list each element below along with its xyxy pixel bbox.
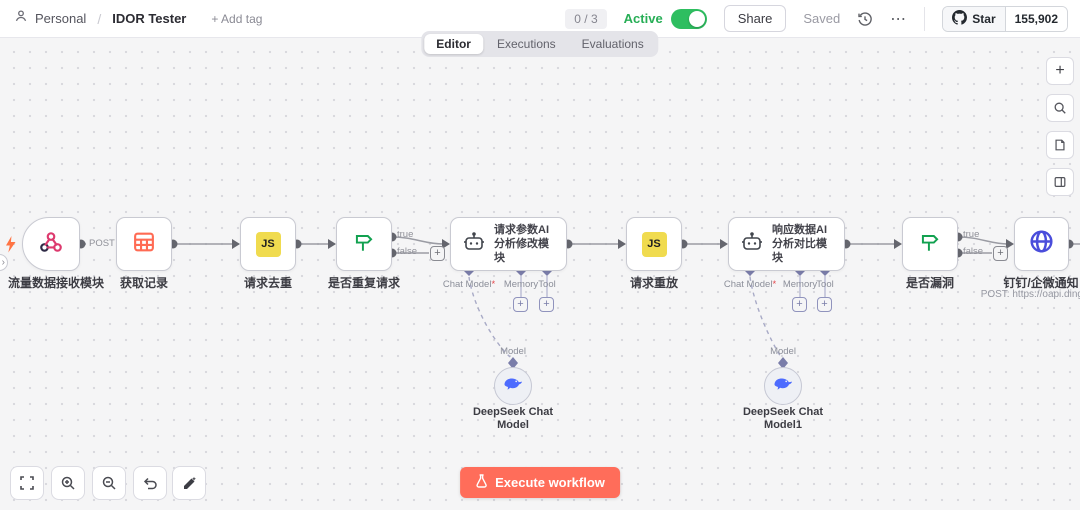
node-label-deepseek-1: DeepSeek Chat Model [472,406,554,431]
node-label-if-duplicate: 是否重复请求 [327,276,400,290]
node-notify-http[interactable] [1014,217,1069,271]
active-toggle-group: Active [623,8,707,29]
header-divider [924,6,926,31]
tab-editor[interactable]: Editor [424,34,483,54]
saved-status: Saved [803,11,841,26]
sticky-note-button[interactable] [1046,131,1074,159]
add-node-button[interactable]: + [993,246,1008,261]
edge-label-false: false [397,246,418,257]
more-menu-icon[interactable]: ⋯ [890,10,908,28]
edge-label-true: true [963,229,980,240]
tab-executions[interactable]: Executions [496,37,556,51]
add-tag-button[interactable]: + Add tag [211,11,263,26]
node-get-records[interactable] [116,217,172,271]
view-tabs: Editor Executions Evaluations [421,31,659,57]
node-if-duplicate[interactable] [336,217,392,271]
node-label-deepseek-2: DeepSeek Chat Model1 [742,406,824,431]
active-toggle[interactable] [670,8,707,29]
logs-panel-button[interactable] [1046,168,1074,196]
edge-label-false: false [963,246,984,257]
breadcrumb-separator: / [97,10,102,27]
node-label-if-vulnerable: 是否漏洞 [905,276,954,290]
execute-workflow-label: Execute workflow [495,475,605,490]
signpost-icon [918,230,942,259]
node-label-webhook: 流量数据接收模块 [7,276,104,290]
search-button[interactable] [1046,94,1074,122]
workflow-canvas[interactable] [0,38,1080,510]
breadcrumb-project[interactable]: Personal [35,11,87,26]
port-label-tool: Tool [538,279,556,290]
node-title-ai-response: 响应数据AI分析对比模块 [772,224,827,264]
edge-label-post: POST [86,238,118,249]
robot-icon [462,231,486,258]
node-deepseek-model-1[interactable] [494,367,532,405]
node-label-notify: 钉钉/企微通知 [1003,276,1079,290]
github-star-widget[interactable]: Star 155,902 [942,5,1068,32]
port-label-model: Model [770,346,796,357]
workflow-title[interactable]: IDOR Tester [112,11,187,26]
github-star-label: Star [972,11,996,26]
robot-icon [740,231,764,258]
executions-quota-badge: 0 / 3 [565,8,607,29]
webhook-icon [38,229,64,260]
node-label-replay: 请求重放 [629,276,678,290]
add-node-panel-button[interactable]: + [1046,57,1074,85]
github-star-count: 155,902 [1004,6,1067,31]
node-title-ai-request: 请求参数AI分析修改模块 [494,224,549,264]
deepseek-whale-icon [772,375,794,398]
github-star-button[interactable]: Star [943,6,1005,31]
add-node-button[interactable]: + [430,246,445,261]
node-ai-request-agent[interactable]: 请求参数AI分析修改模块 [450,217,567,271]
javascript-icon: JS [255,231,281,257]
share-button[interactable]: Share [723,5,787,32]
history-icon[interactable] [857,11,873,27]
github-icon [952,9,968,28]
node-if-vulnerable[interactable] [902,217,958,271]
zoom-out-button[interactable] [92,466,126,500]
port-label-model: Model [500,346,526,357]
node-subtitle-notify: POST: https://oapi.dingtalk. [980,289,1080,300]
javascript-icon: JS [641,231,667,257]
add-memory-button[interactable]: + [792,297,807,312]
person-icon [14,9,28,28]
node-webhook-trigger[interactable] [22,217,80,271]
zoom-in-button[interactable] [51,466,85,500]
fit-view-button[interactable] [10,466,44,500]
deepseek-whale-icon [502,375,524,398]
add-tool-button[interactable]: + [539,297,554,312]
globe-icon [1028,228,1055,260]
node-label-dedupe: 请求去重 [243,276,292,290]
execute-workflow-button[interactable]: Execute workflow [460,467,620,498]
trigger-bolt-icon [4,236,17,258]
node-replay-code[interactable]: JS [626,217,682,271]
undo-button[interactable] [133,466,167,500]
edge-label-true: true [397,229,414,240]
table-icon [131,229,157,260]
flask-icon [475,474,488,491]
tab-evaluations[interactable]: Evaluations [581,37,644,51]
node-label-get-records: 获取记录 [119,276,168,290]
node-dedupe-code[interactable]: JS [240,217,296,271]
tidy-up-wand-icon[interactable] [172,466,206,500]
add-tool-button[interactable]: + [817,297,832,312]
node-deepseek-model-2[interactable] [764,367,802,405]
toggle-knob [688,10,705,27]
breadcrumb: Personal / IDOR Tester + Add tag [14,9,262,28]
add-memory-button[interactable]: + [513,297,528,312]
signpost-icon [352,230,376,259]
header-actions: 0 / 3 Active Share Saved ⋯ Star [565,5,1068,32]
port-label-tool: Tool [816,279,834,290]
active-label: Active [623,11,663,26]
node-ai-response-agent[interactable]: 响应数据AI分析对比模块 [728,217,845,271]
